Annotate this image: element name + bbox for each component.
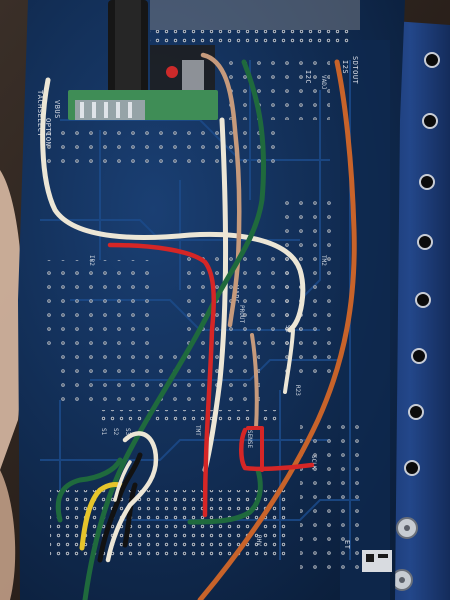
label-s1: S1 [100,428,107,436]
switch-lever [182,60,204,90]
label-s2: S2 [112,428,119,436]
led [166,66,178,78]
side-panel-screws [391,517,418,591]
label-vbus: VBUS [53,100,61,119]
label-et: ET [343,540,351,550]
yellow-wire [79,482,125,551]
label-vadj: VADJ [320,75,327,89]
label-sense: SENSE [246,430,253,448]
via-field-left [40,260,150,350]
white-wire-bottom-left [105,431,159,563]
tan-wire-top [200,52,242,328]
tan-wire-mid [250,333,259,430]
black-wire-2 [122,482,138,548]
label-sdtout: SDTOUT [351,56,359,85]
white-wire-long [40,77,306,333]
label-option: OPTION [44,118,52,146]
header-row [100,410,280,424]
label-i2c: I2C [304,70,312,84]
red-wire-right [239,427,315,472]
black-wire-1 [97,452,143,563]
green-wire-long [82,59,267,600]
jumper-wires [40,52,357,600]
label-tm2: TM2 [320,255,327,266]
label-prout: PROUT [238,305,245,323]
label-r23: R23 [294,385,301,396]
finger [0,470,16,600]
red-wire-stub [246,426,264,472]
top-header [150,0,360,30]
white-wire-right [283,328,295,394]
connector-pins [75,100,145,120]
via-cluster-top [220,60,330,120]
via-field-right-low [300,420,360,570]
label-s3: S3 [124,428,131,436]
red-wire-long [107,242,216,518]
white-wire-center [202,117,228,473]
orange-wire-long [197,59,357,600]
thumb [0,170,24,470]
label-i2s: I2S [341,60,349,74]
via-row-1 [45,130,285,170]
connector-pin-tops [80,102,132,118]
green-wire-left [55,457,123,523]
green-wire-bottom [187,467,263,525]
label-sclk: SCLK [310,455,317,470]
label-sr: SR [284,325,291,333]
label-tachselect: TACHSELECT [36,90,44,137]
top-header-pins [150,30,350,44]
side-panel-holes [404,52,440,476]
white-wire-short [113,460,132,502]
label-tmt: TMT [194,425,201,436]
label-rhv: RHV [255,535,262,546]
label-ir2: IR2 [88,255,95,266]
